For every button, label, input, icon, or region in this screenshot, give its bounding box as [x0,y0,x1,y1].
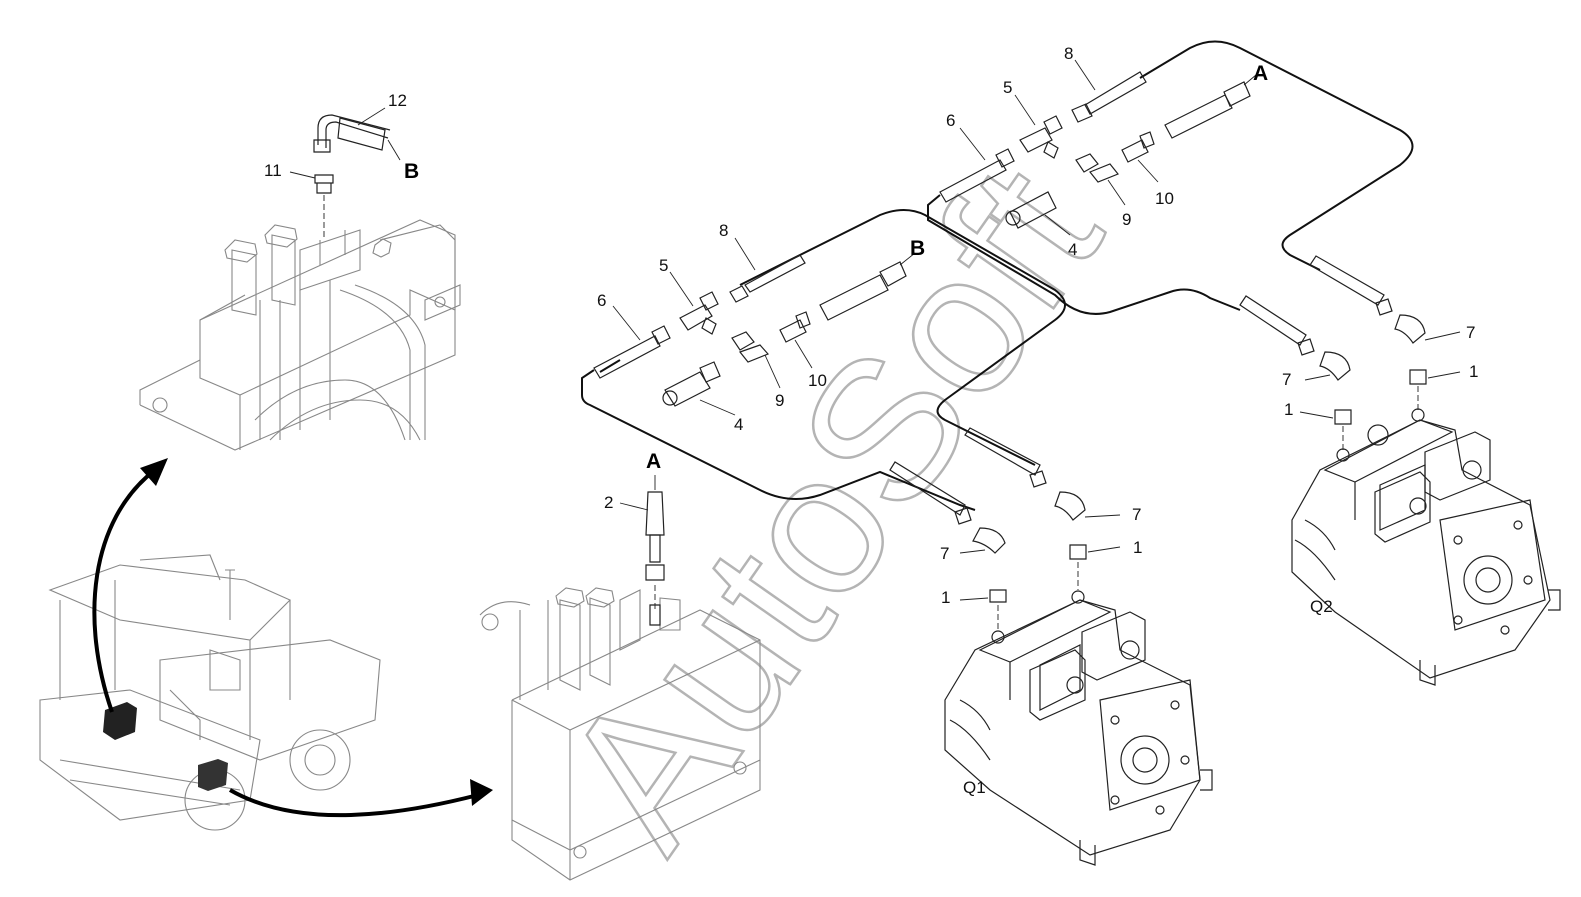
pump-q2-lines [1239,255,1426,381]
tee-fitting-5-middle [669,271,719,335]
pump-q1-fittings [959,514,1121,630]
top-left-valve-block [139,219,461,451]
callout-7-q1-left: 7 [940,544,949,563]
elbow-fitting-12 [313,107,401,161]
machine-icon [39,554,381,831]
coupling-4-top-right [1005,191,1071,236]
callout-9-top-right: 9 [1122,210,1131,229]
callout-7-q2-right: 7 [1466,323,1475,342]
pump-icon-q2 [1291,408,1561,686]
fitting-9-top-right [1075,153,1126,206]
arrow-to-bottom-block [229,779,493,818]
hose-end-A-top-right [1164,74,1257,139]
fitting-10-middle [779,311,813,369]
hose-8-top-right [1071,59,1147,123]
pump-q1-lines [889,427,1086,554]
callout-12: 12 [388,91,407,110]
callout-A-middle: A [646,450,661,473]
callout-1-q2-right: 1 [1469,362,1478,381]
callout-1-q1-left: 1 [941,588,950,607]
top-right-hose-loop [927,40,1414,315]
callout-2: 2 [604,493,613,512]
hose-6-middle [593,305,671,379]
bottom-valve-block [479,587,761,881]
callout-7-q2-left: 7 [1282,370,1291,389]
callout-8-middle: 8 [719,221,728,240]
callout-4-top-right: 4 [1068,240,1077,259]
hose-end-B-middle [819,252,916,321]
hose-end-2 [619,475,665,626]
coupling-4-middle [662,361,736,416]
callout-7-q1-right: 7 [1132,505,1141,524]
middle-hose-loop [581,209,1066,511]
hose-8-middle [729,237,806,303]
callout-5-middle: 5 [659,256,668,275]
callout-8-top-right: 8 [1064,44,1073,63]
tee-fitting-5-top-right [1014,94,1063,159]
callout-1-q2-left: 1 [1284,400,1293,419]
pump-icon-q1 [944,590,1213,866]
callout-6-middle: 6 [597,291,606,310]
callout-9-middle: 9 [775,391,784,410]
callout-6-top-right: 6 [946,111,955,130]
callout-A-top-right: A [1253,62,1268,85]
fitting-10-top-right [1121,131,1159,183]
label-q1: Q1 [963,778,986,797]
callout-B-middle: B [910,237,925,260]
pump-q2-fittings [1299,331,1461,450]
callout-5-top-right: 5 [1003,78,1012,97]
callout-10-top-right: 10 [1155,189,1174,208]
callout-11: 11 [264,161,282,180]
arrow-to-top-left [92,458,168,713]
callout-4-middle: 4 [734,415,743,434]
callout-10-middle: 10 [808,371,827,390]
callout-1-q1-right: 1 [1133,538,1142,557]
label-q2: Q2 [1310,597,1333,616]
hose-6-top-right [939,127,1015,203]
fitting-11 [289,171,334,240]
callout-B-top-left: B [404,160,419,183]
fitting-9-middle [731,331,781,389]
